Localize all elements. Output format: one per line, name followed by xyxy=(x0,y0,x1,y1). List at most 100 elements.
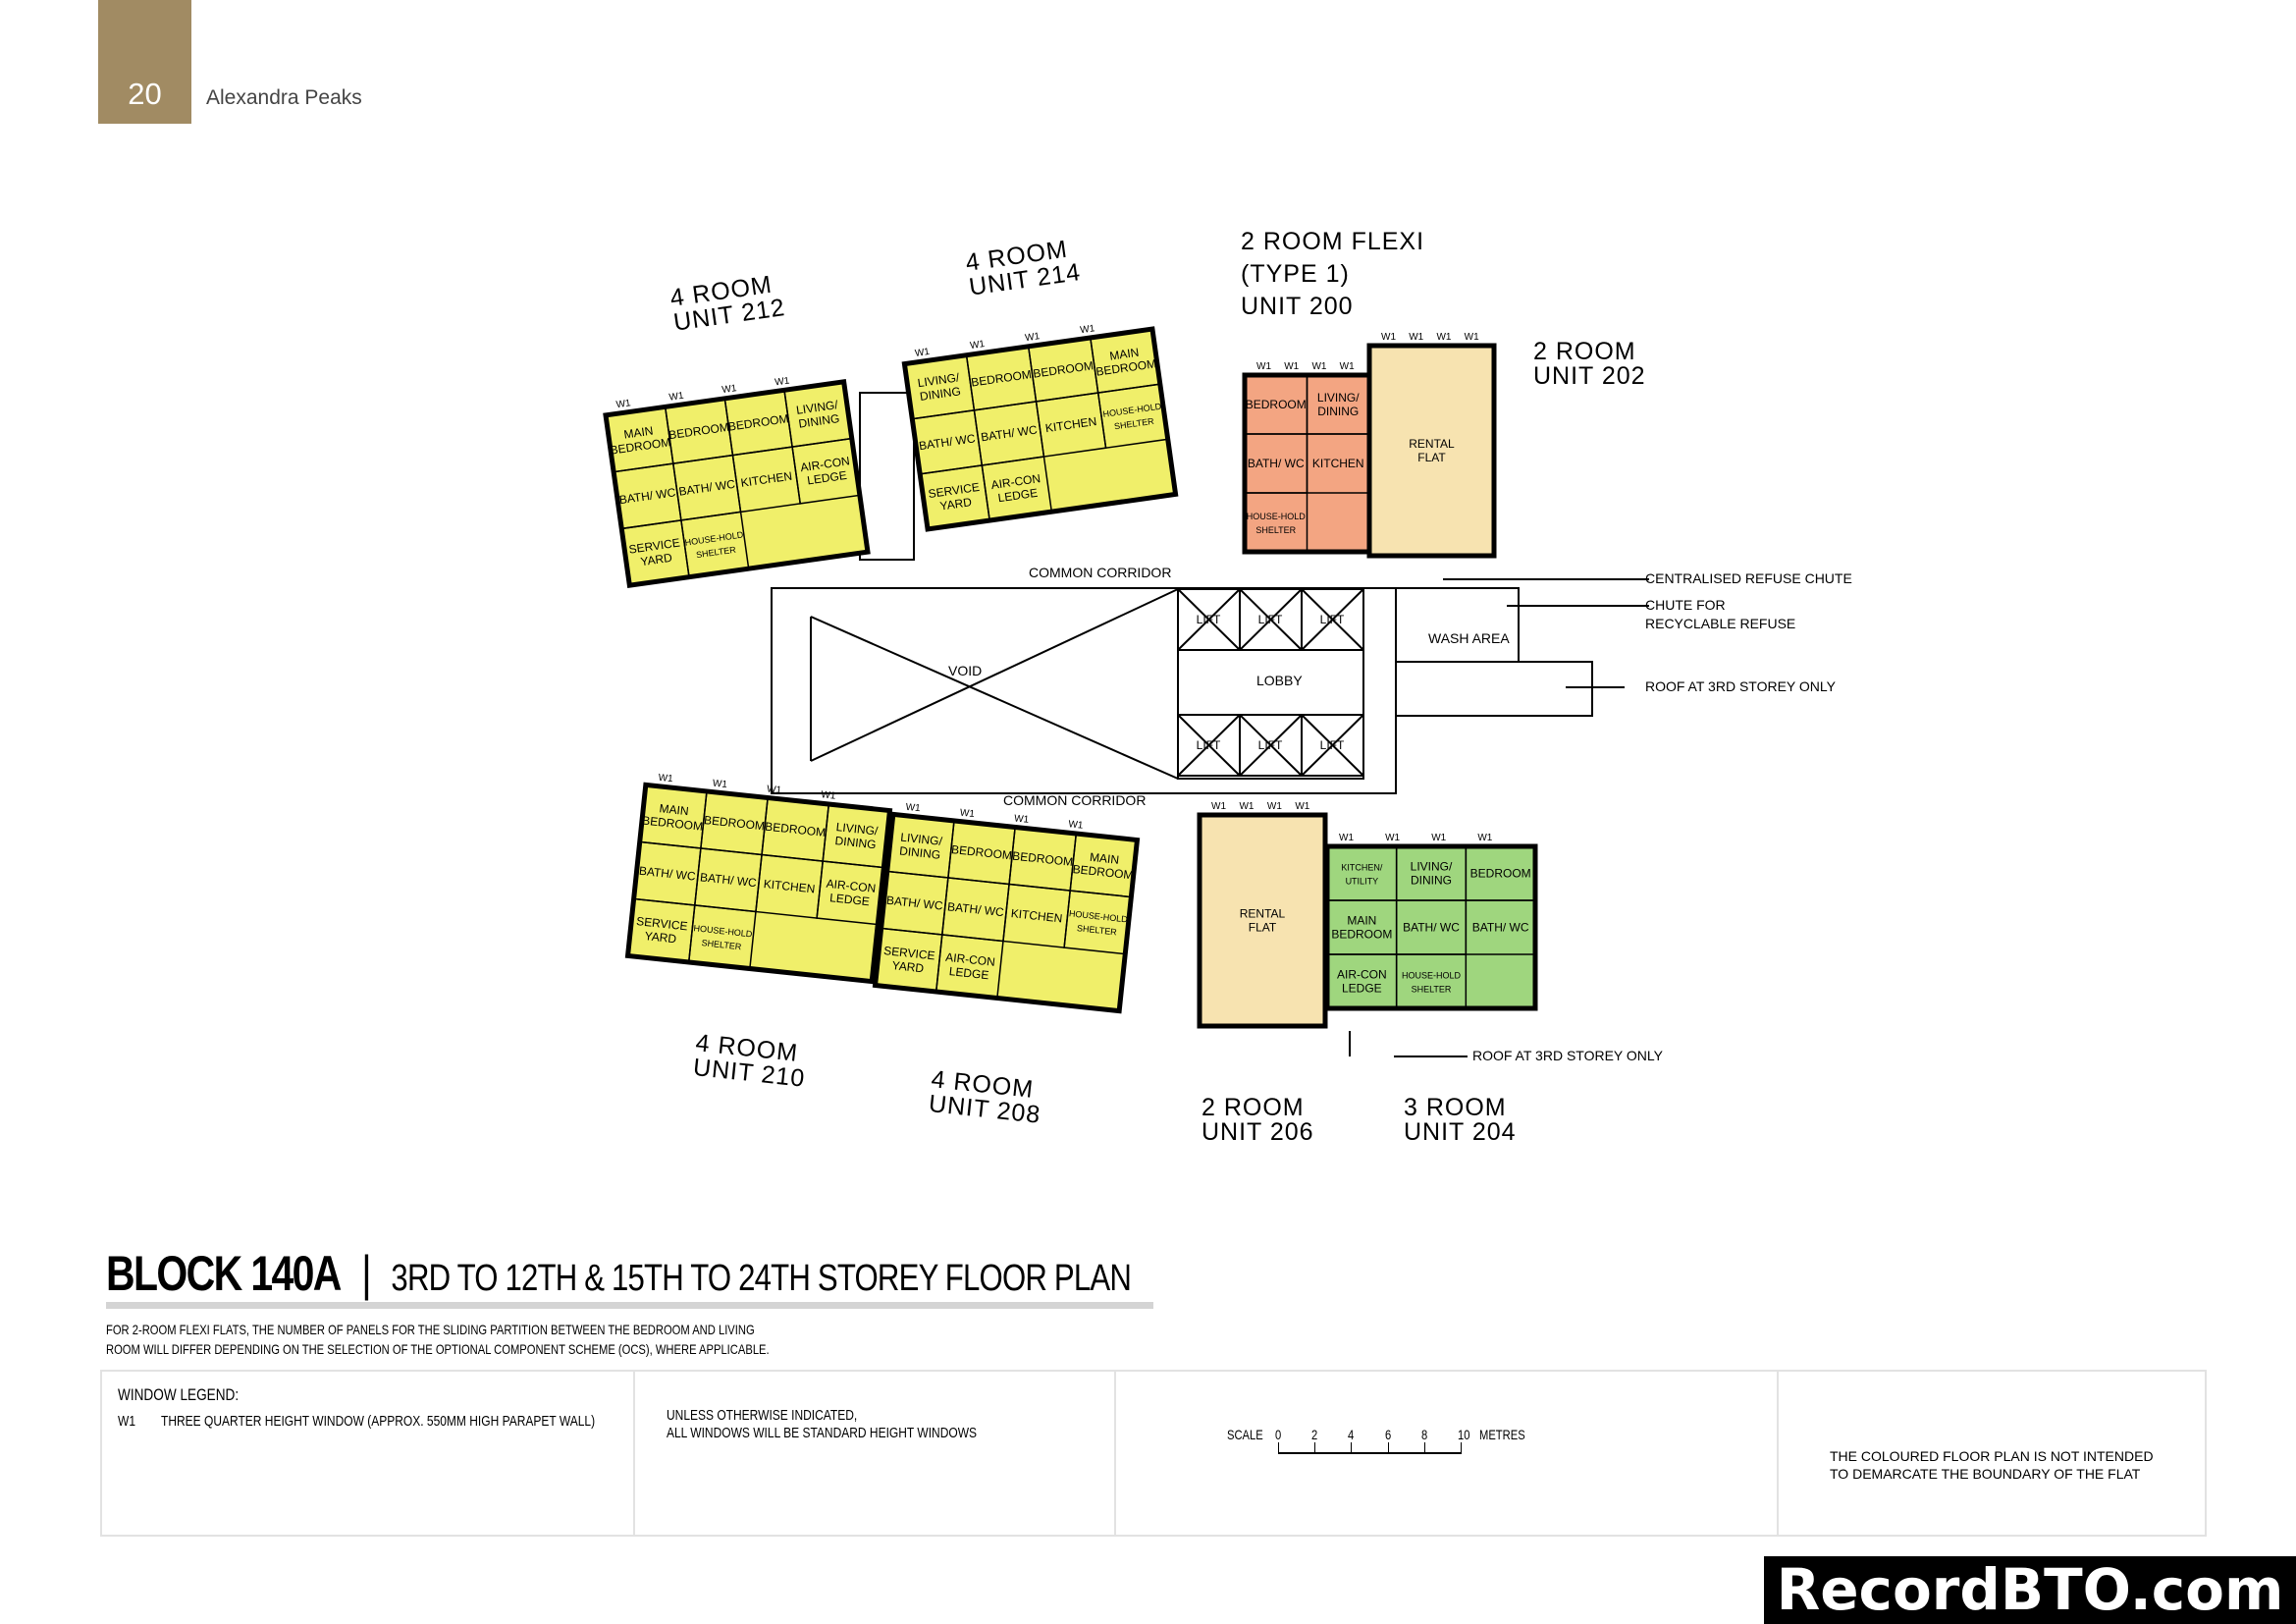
room-label: BEDROOM xyxy=(1331,928,1392,942)
unit-group: MAINBEDROOMBEDROOMBEDROOMLIVING/DININGBA… xyxy=(603,326,1538,1029)
plan-annotation: ROOF AT 3RD STOREY ONLY xyxy=(1472,1048,1664,1063)
void-cross xyxy=(810,616,1179,780)
window-label: W1 xyxy=(1436,332,1451,343)
plan-annotation: RECYCLABLE REFUSE xyxy=(1645,616,1795,631)
room-label: SHELTER xyxy=(1412,985,1452,995)
window-label: W1 xyxy=(1431,833,1446,843)
standard-note-line: ALL WINDOWS WILL BE STANDARD HEIGHT WIND… xyxy=(667,1425,978,1441)
window-label: W1 xyxy=(959,808,976,821)
standard-note-line: UNLESS OTHERWISE INDICATED, xyxy=(667,1407,858,1424)
unit-label-line: UNIT 200 xyxy=(1241,293,1354,320)
room xyxy=(981,456,1053,521)
room-label: AIR-CON xyxy=(826,877,877,895)
window-label: W1 xyxy=(1267,801,1282,812)
unit-outline xyxy=(1197,812,1328,1029)
room-label: LEDGE xyxy=(806,468,847,488)
room-label: BEDROOM xyxy=(642,813,704,833)
window-label: W1 xyxy=(1340,361,1355,372)
lift-label: LIFT xyxy=(1320,738,1345,752)
lift-cross xyxy=(1177,588,1241,651)
window-label: W1 xyxy=(1409,332,1423,343)
room-label: KITCHEN xyxy=(1010,906,1063,925)
scale-tick xyxy=(1387,1442,1389,1454)
room-label: RENTAL xyxy=(1409,437,1455,451)
room-label: SHELTER xyxy=(701,938,742,951)
room xyxy=(1244,492,1308,553)
room-label: BEDROOM xyxy=(1012,849,1074,869)
lift-cross xyxy=(1239,588,1303,651)
window-label: W1 xyxy=(767,784,783,796)
lift-shaft xyxy=(1301,588,1364,651)
disclaimer-line: THE COLOURED FLOOR PLAN IS NOT INTENDED xyxy=(1830,1448,2154,1464)
unit-label-line: 2 ROOM xyxy=(1201,1094,1305,1121)
window-label: W1 xyxy=(1477,833,1492,843)
unit-label-line: 3 ROOM xyxy=(1404,1094,1507,1121)
room-label: YARD xyxy=(891,958,925,975)
lift-label: LIFT xyxy=(1197,738,1221,752)
lift-shaft xyxy=(1301,714,1364,777)
scale-bar xyxy=(1278,1452,1461,1454)
room xyxy=(1465,899,1536,955)
wash-area xyxy=(1395,587,1520,663)
room-label: LIVING/ xyxy=(1317,391,1360,405)
room xyxy=(816,860,885,926)
room-label: UTILITY xyxy=(1346,877,1379,887)
room-label: BATH/ WC xyxy=(638,864,696,884)
room-label: BATH/ WC xyxy=(699,870,757,890)
room-label: LEDGE xyxy=(829,891,871,908)
plan-annotation: COMMON CORRIDOR xyxy=(1029,565,1171,580)
scale-tick-label: 2 xyxy=(1311,1427,1318,1442)
room-label: BATH/ WC xyxy=(1248,457,1305,470)
window-label: W1 xyxy=(1239,801,1254,812)
scale-tick-label: 10 xyxy=(1458,1427,1470,1442)
room-label: LIVING/ xyxy=(917,370,961,390)
window-label: W1 xyxy=(712,779,728,791)
window-label: W1 xyxy=(615,398,632,410)
lift-cross xyxy=(1239,714,1303,777)
window-label: W1 xyxy=(774,375,791,388)
staircase xyxy=(1395,661,1593,717)
room-label: LEDGE xyxy=(1342,982,1382,996)
window-label: W1 xyxy=(969,339,986,352)
room-label: YARD xyxy=(640,551,673,568)
unit-label-line: 2 ROOM xyxy=(1533,338,1636,365)
unit-212: MAINBEDROOMBEDROOMBEDROOMLIVING/DININGBA… xyxy=(603,378,871,589)
window-label: W1 xyxy=(1381,332,1396,343)
room-label: RENTAL xyxy=(1240,907,1286,921)
room-label: BATH/ WC xyxy=(1403,921,1460,935)
room-label: DINING xyxy=(919,384,962,404)
scale-tick-label: 4 xyxy=(1348,1427,1355,1442)
room-label: MAIN xyxy=(1347,914,1376,928)
window-label: W1 xyxy=(1025,331,1041,344)
room-label: HOUSE-HOLD xyxy=(1402,971,1462,981)
room-label: MAIN xyxy=(659,801,689,818)
room-label: KITCHEN xyxy=(763,877,816,895)
room xyxy=(934,934,1004,1000)
storey-range: 3RD TO 12TH & 15TH TO 24TH STOREY FLOOR … xyxy=(391,1258,1132,1299)
room xyxy=(1063,890,1133,955)
window-label: W1 xyxy=(914,347,931,359)
lift-cross xyxy=(1301,714,1364,777)
room-label: SERVICE xyxy=(883,944,936,962)
window-label: W1 xyxy=(1068,819,1085,832)
flexi-note: FOR 2-ROOM FLEXI FLATS, THE NUMBER OF PA… xyxy=(106,1320,770,1359)
staircase xyxy=(859,392,915,561)
scale-tick xyxy=(1423,1442,1425,1454)
room-label: DINING xyxy=(798,411,841,431)
window-label: W1 xyxy=(1385,833,1400,843)
room-label: BEDROOM xyxy=(950,842,1012,862)
room-label: AIR-CON xyxy=(945,950,996,969)
room xyxy=(1368,345,1495,557)
room-label: SHELTER xyxy=(1077,923,1118,937)
lift-label: LIFT xyxy=(1258,738,1283,752)
scale-tick xyxy=(1278,1442,1279,1454)
window-label: W1 xyxy=(905,802,922,815)
window-label: W1 xyxy=(1284,361,1299,372)
window-description: THREE QUARTER HEIGHT WINDOW (APPROX. 550… xyxy=(161,1413,596,1430)
page-number: 20 xyxy=(128,77,162,111)
room-label: LIVING/ xyxy=(835,820,880,838)
